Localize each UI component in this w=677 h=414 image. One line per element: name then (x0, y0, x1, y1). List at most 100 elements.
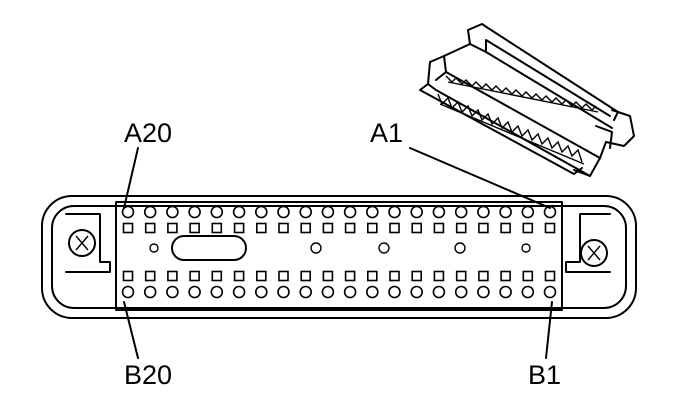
pin-b-terminal (321, 285, 335, 299)
pin-b-terminal (343, 285, 357, 299)
pin-a-cavity (322, 222, 334, 234)
right-latch (580, 239, 608, 267)
pin-b-terminal (121, 285, 135, 299)
pin-b-terminal (388, 285, 401, 299)
pin-a-cavity (500, 222, 511, 234)
pin-a-terminal (299, 205, 313, 219)
connector-perspective-view (419, 23, 635, 177)
leader-line-a20 (123, 147, 139, 209)
pin-b-cavity (455, 270, 467, 282)
connector-outer-housing (41, 195, 637, 319)
pin-b-cavity (278, 270, 289, 282)
pin-b-terminal (410, 285, 424, 299)
pin-a-cavity (411, 222, 423, 234)
pin-row-b (121, 270, 557, 299)
pin-b-terminal (477, 285, 490, 299)
pin-a-cavity (344, 222, 356, 234)
pin-b-terminal (210, 285, 224, 299)
pin-a-cavity (122, 222, 134, 234)
upper-pin-comb (445, 75, 597, 111)
lower-pin-comb (437, 93, 583, 163)
pin-a-terminal (521, 205, 535, 219)
pin-a-cavity (455, 222, 467, 234)
leader-line-b20 (123, 301, 139, 359)
pin-a-cavity (544, 222, 556, 234)
pin-a-terminal (121, 205, 135, 219)
pin-a-terminal (232, 205, 246, 219)
pin-b-terminal (166, 285, 179, 299)
pin-a-terminal (410, 205, 424, 219)
mount-hole (454, 242, 466, 254)
pin-a-cavity (144, 222, 156, 234)
pin-b-cavity (366, 270, 378, 282)
pin-a-cavity (522, 222, 534, 234)
pin-a-terminal (277, 205, 290, 219)
pin-b-terminal (521, 285, 535, 299)
label-a1: A1 (370, 118, 403, 148)
pin-b-terminal (277, 285, 290, 299)
pin-a-terminal (365, 205, 379, 219)
pin-b-cavity (322, 270, 334, 282)
pin-b-terminal (254, 285, 268, 299)
pin-b-terminal (188, 285, 201, 299)
pin-b-terminal (232, 285, 246, 299)
pin-a-cavity (211, 222, 223, 234)
pin-b-terminal (499, 285, 512, 299)
mount-hole (310, 242, 322, 254)
pin-b-cavity (233, 270, 245, 282)
pin-a-cavity (433, 222, 445, 234)
pin-a-terminal (188, 205, 201, 219)
pin-a-terminal (343, 205, 357, 219)
pin-a-terminal (499, 205, 512, 219)
pin-a-terminal (454, 205, 468, 219)
pin-b-terminal (543, 285, 557, 299)
pin-row-a (121, 205, 557, 234)
mount-hole (149, 243, 159, 253)
leader-line-a1 (409, 147, 551, 209)
pin-a-cavity (278, 222, 289, 234)
pin-a-cavity (478, 222, 489, 234)
label-a20: A20 (124, 118, 172, 148)
pin-b-cavity (500, 270, 511, 282)
pin-a-terminal (477, 205, 490, 219)
pin-a-terminal (254, 205, 268, 219)
pin-a-terminal (143, 205, 157, 219)
pin-b-terminal (432, 285, 446, 299)
pin-a-terminal (166, 205, 179, 219)
connector-face-view (41, 195, 637, 319)
pin-b-terminal (454, 285, 468, 299)
mount-hole (521, 243, 531, 253)
pin-a-terminal (543, 205, 557, 219)
pin-b-cavity (211, 270, 223, 282)
pin-b-cavity (255, 270, 267, 282)
leader-line-b1 (545, 301, 553, 359)
pin-a-cavity (389, 222, 400, 234)
pin-b-cavity (411, 270, 423, 282)
pin-b-cavity (433, 270, 445, 282)
pin-a-cavity (300, 222, 312, 234)
pin-b-cavity (144, 270, 156, 282)
connector-inner-housing (51, 205, 627, 309)
pin-b-cavity (189, 270, 200, 282)
pin-a-terminal (321, 205, 335, 219)
pin-b-cavity (478, 270, 489, 282)
pin-b-terminal (299, 285, 313, 299)
mount-hole (378, 242, 390, 254)
pin-b-cavity (522, 270, 534, 282)
pin-b-terminal (143, 285, 157, 299)
pin-a-cavity (233, 222, 245, 234)
pin-a-terminal (388, 205, 401, 219)
pin-b-cavity (344, 270, 356, 282)
polarization-slot (171, 235, 247, 261)
pin-a-cavity (167, 222, 178, 234)
left-latch (68, 229, 96, 257)
pin-carrier (115, 201, 563, 311)
pin-b-cavity (389, 270, 400, 282)
pin-a-terminal (210, 205, 224, 219)
pin-b-cavity (122, 270, 134, 282)
pin-b-cavity (300, 270, 312, 282)
label-b20: B20 (124, 360, 172, 390)
label-b1: B1 (528, 360, 561, 390)
pin-a-cavity (255, 222, 267, 234)
